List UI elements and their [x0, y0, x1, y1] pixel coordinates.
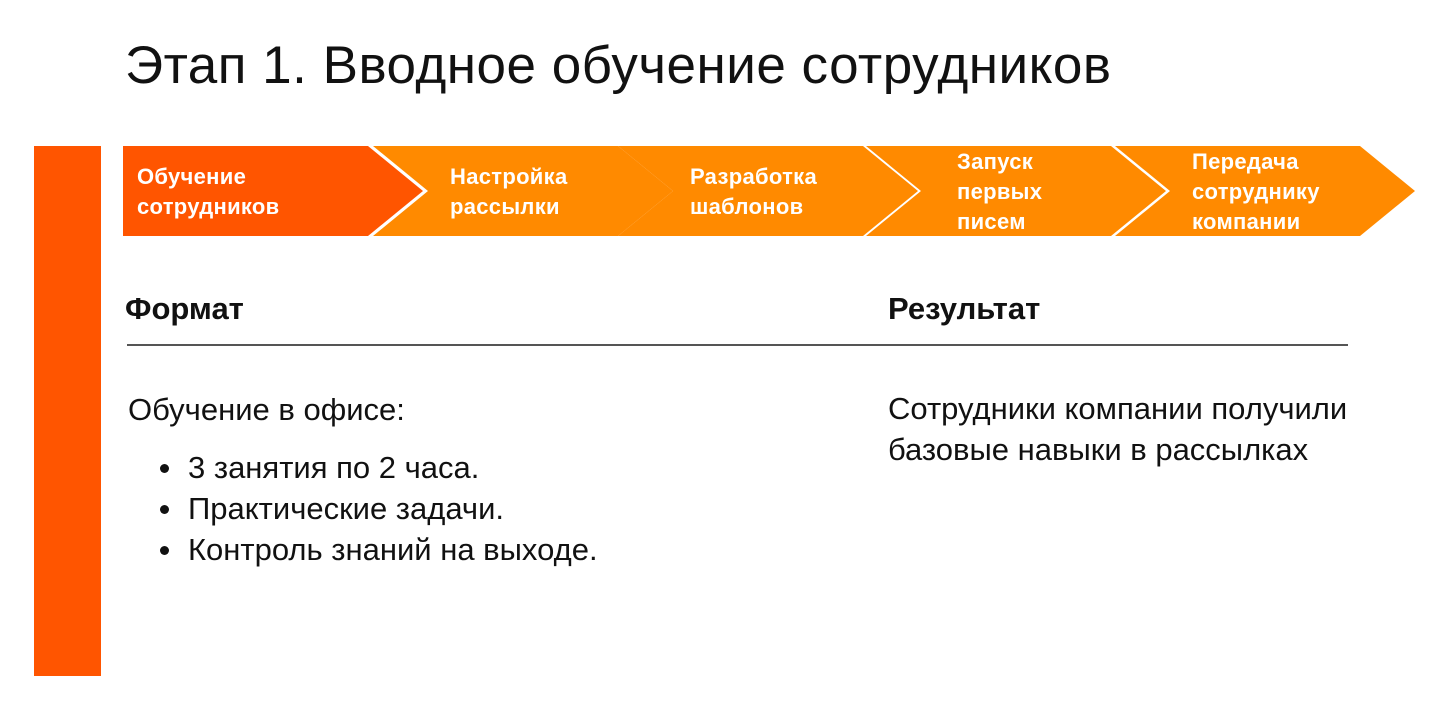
step-label-2: Настройка рассылки	[450, 164, 568, 219]
step-label-line: первых	[957, 179, 1043, 204]
bullet-icon	[160, 505, 169, 514]
result-text: Сотрудники компании получили базовые нав…	[888, 391, 1348, 467]
step-label-line: шаблонов	[690, 194, 803, 219]
step-label-line: рассылки	[450, 194, 560, 219]
format-intro: Обучение в офисе:	[128, 392, 405, 427]
step-label-3: Разработка шаблонов	[690, 164, 817, 219]
format-heading: Формат	[125, 291, 244, 326]
step-label-line: компании	[1192, 209, 1300, 234]
step-chevron-5	[1115, 146, 1415, 236]
step-chevron-2	[373, 146, 673, 236]
step-chevron-3	[618, 146, 918, 236]
step-label-line: Настройка	[450, 164, 568, 189]
step-label-line: Обучение	[137, 164, 246, 189]
list-item: Контроль знаний на выходе.	[160, 529, 598, 570]
list-item: Практические задачи.	[160, 488, 598, 529]
format-list: 3 занятия по 2 часа. Практические задачи…	[160, 447, 598, 570]
step-label-line: писем	[957, 209, 1026, 234]
step-label-5: Передача сотруднику компании	[1192, 149, 1320, 234]
bullet-icon	[160, 464, 169, 473]
divider	[127, 344, 1348, 346]
step-chevron-1	[123, 146, 423, 236]
step-chevron-4	[866, 146, 1166, 236]
page-title: Этап 1. Вводное обучение сотрудников	[125, 36, 1112, 95]
step-label-line: сотруднику	[1192, 179, 1320, 204]
accent-bar	[34, 146, 101, 676]
list-item: 3 занятия по 2 часа.	[160, 447, 598, 488]
list-item-text: 3 занятия по 2 часа.	[188, 450, 480, 485]
step-label-4: Запуск первых писем	[957, 149, 1043, 234]
result-heading: Результат	[888, 291, 1041, 326]
bullet-icon	[160, 546, 169, 555]
step-label-line: Передача	[1192, 149, 1299, 174]
step-label-line: Запуск	[957, 149, 1034, 174]
step-label-line: сотрудников	[137, 194, 280, 219]
list-item-text: Контроль знаний на выходе.	[188, 532, 598, 567]
list-item-text: Практические задачи.	[188, 491, 504, 526]
step-label-line: Разработка	[690, 164, 817, 189]
step-label-1: Обучение сотрудников	[137, 164, 280, 219]
